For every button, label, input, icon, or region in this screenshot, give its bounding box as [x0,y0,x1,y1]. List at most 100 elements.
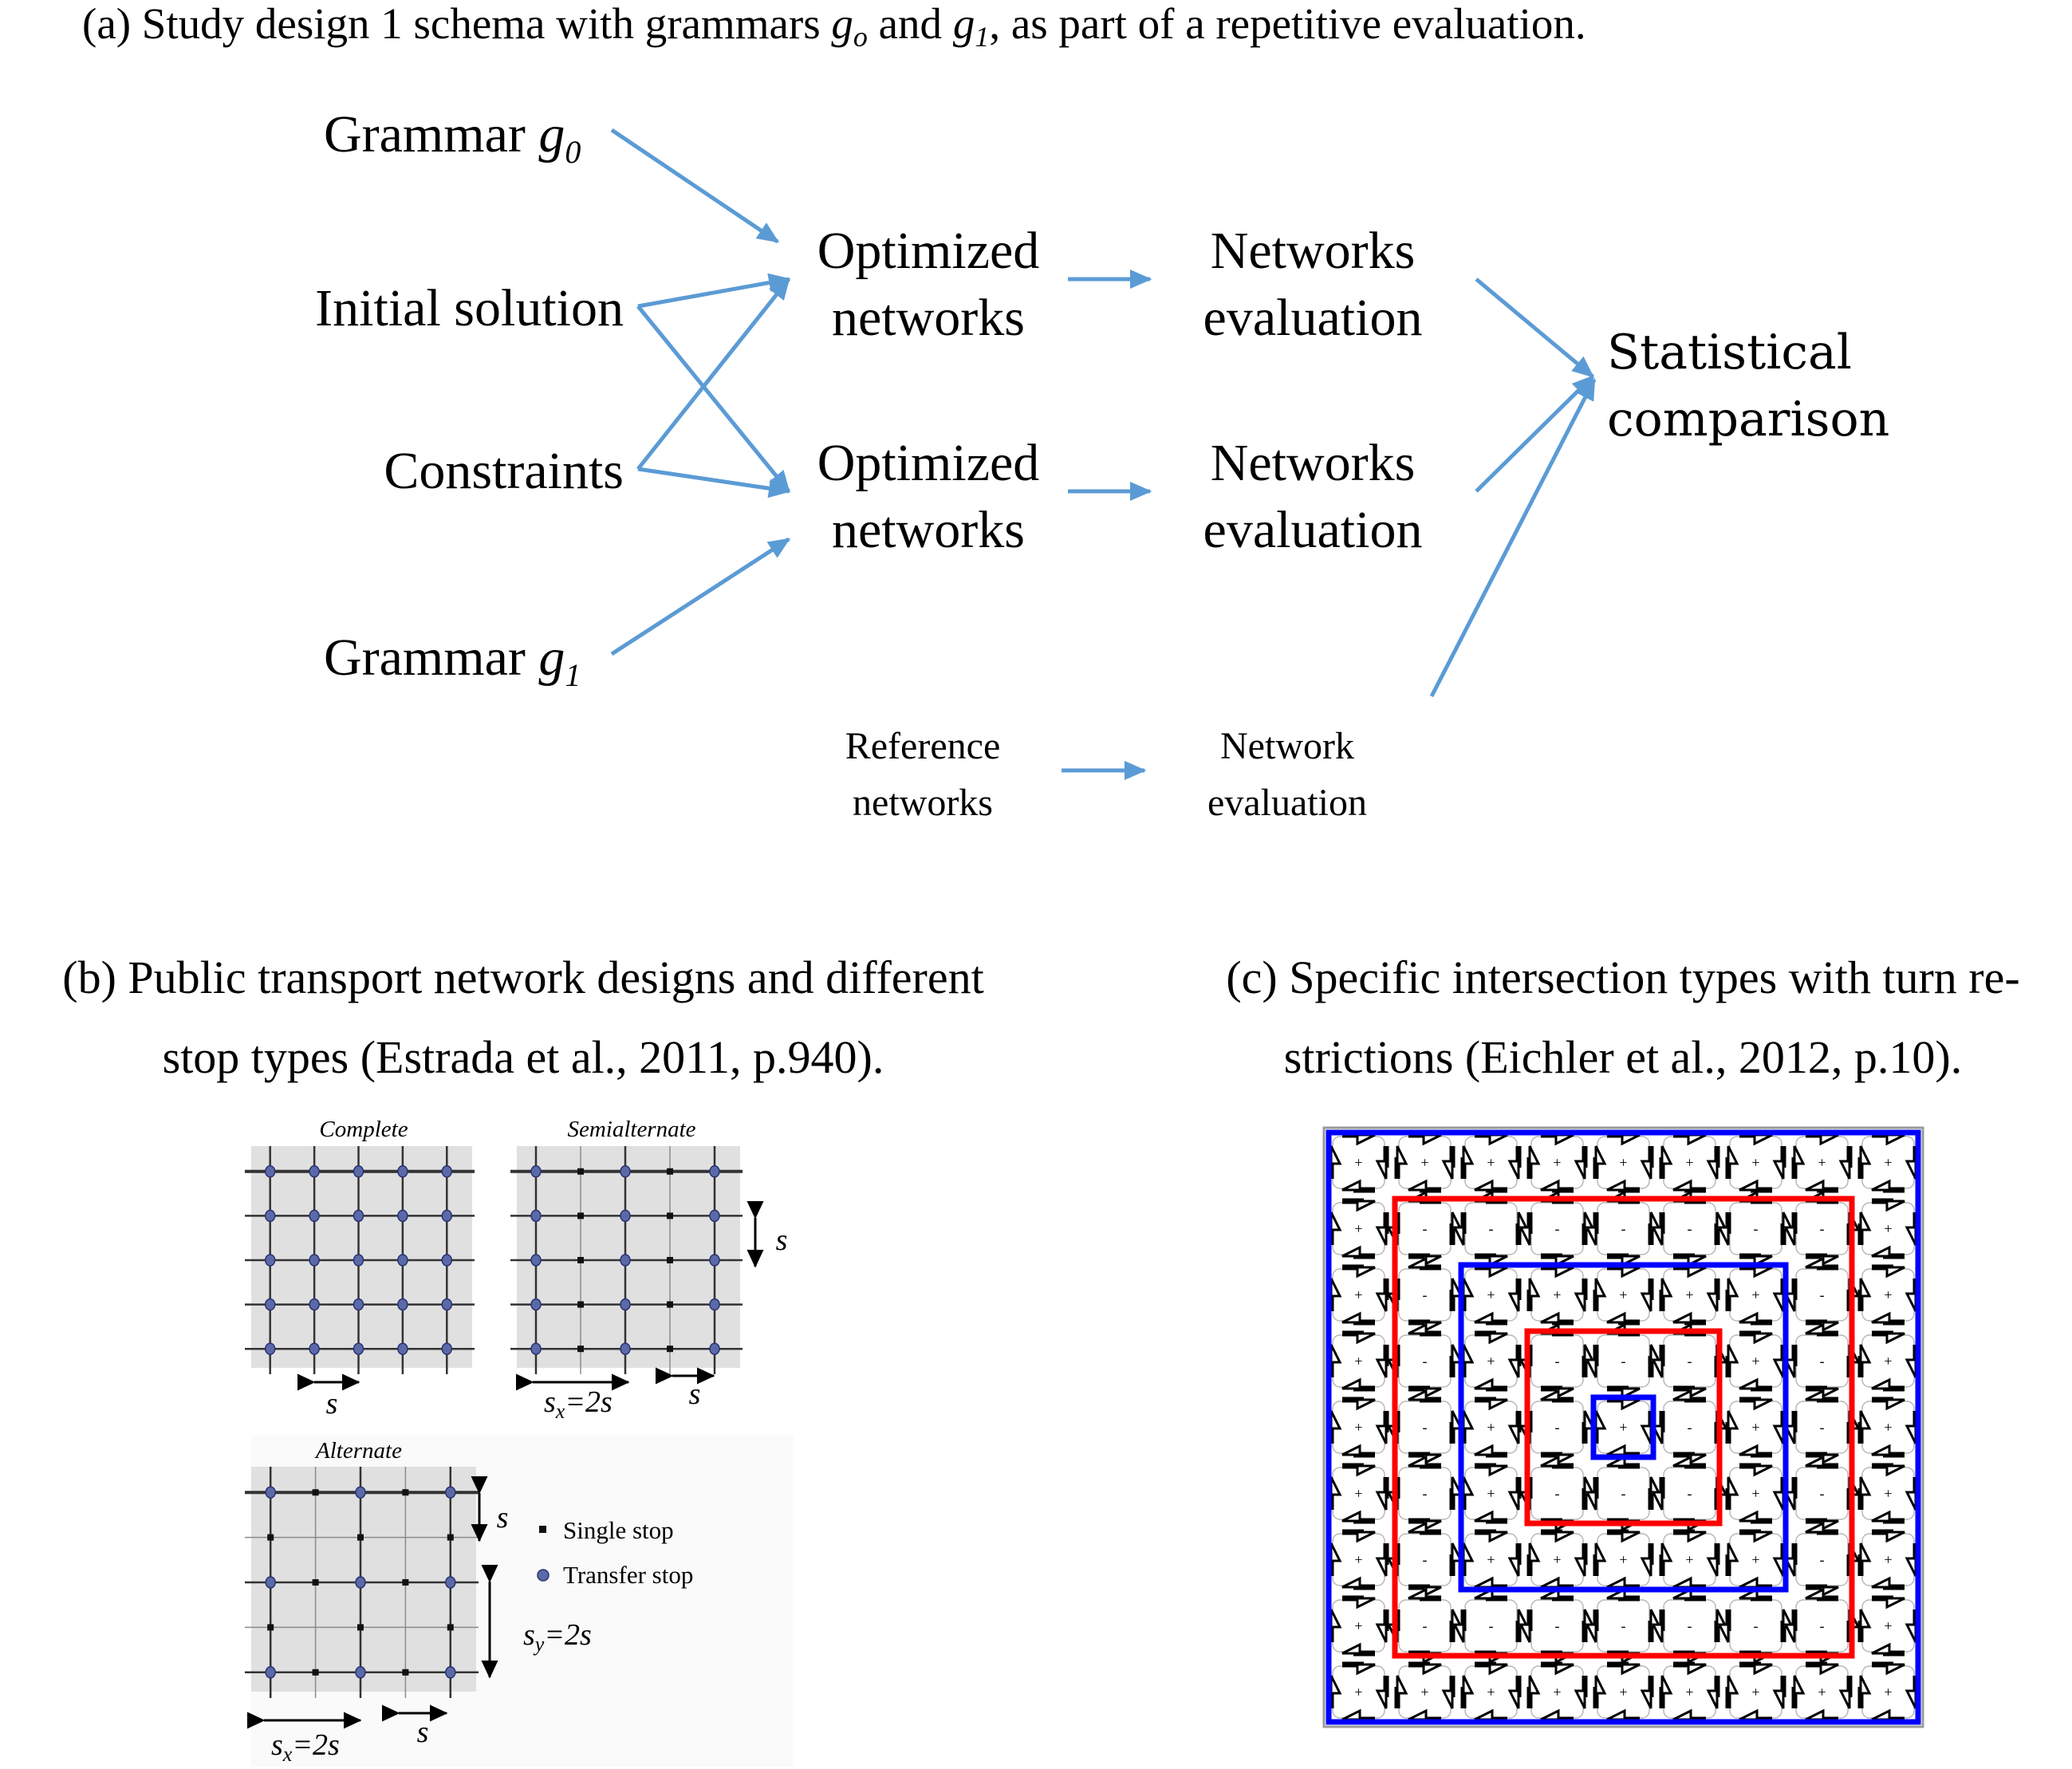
block-sign: - [1423,1221,1428,1237]
lane-arrow-head [1540,1455,1560,1468]
transfer-stop [397,1209,408,1223]
s-label-alt-v: s [497,1501,509,1535]
block-sign: + [1884,1552,1892,1568]
transfer-stop [530,1298,542,1311]
lane-arrow-head [1871,1576,1891,1589]
lane-arrow-head [1341,1245,1361,1258]
lane-arrow-head [1660,1145,1673,1165]
lane-arrow-head [1488,1332,1508,1345]
block-sign: - [1621,1618,1626,1634]
lane-arrow-head [1528,1675,1541,1695]
ring-route-2 [1458,1262,1789,1593]
block-sign: - [1688,1353,1692,1369]
block-sign: + [1553,1684,1561,1700]
lane-arrow-head [1375,1226,1388,1246]
semialternate-grid [510,1146,743,1374]
block-sign: - [1754,1221,1759,1237]
lane-arrow-head [1805,1587,1825,1600]
lane-arrow-head [1519,1623,1531,1643]
lane-arrow-head [1396,1675,1408,1695]
lane-arrow-head [1640,1292,1652,1312]
single-stop [312,1669,319,1676]
lane-arrow-head [1672,1455,1692,1468]
arrow-initial-solution-to-optimized-1 [637,273,791,309]
lane-arrow-head [1341,1642,1361,1655]
transfer-stop [620,1165,631,1178]
arrow-constraints-to-optimized-1 [636,278,790,471]
lane-arrow-head [1441,1689,1454,1709]
single-stop [667,1212,673,1219]
panel-a: (a) Study design 1 schema with grammars … [82,0,1889,824]
lane-arrow-head [1462,1145,1475,1165]
evaluation-1-line1: Networks [1211,222,1416,280]
transfer-stop [709,1254,720,1267]
lane-arrow-head [1717,1623,1730,1643]
lane-arrow-head [1805,1179,1825,1192]
lane-arrow-head [1739,1311,1759,1324]
block-sign: + [1354,1552,1362,1568]
block-sign: + [1354,1420,1362,1436]
lane-arrow-head [1408,1322,1428,1335]
panel-c: (c) Specific intersection types with tur… [1226,951,2020,1728]
evaluation-1-line2: evaluation [1203,289,1423,347]
lane-arrow-head [1838,1689,1851,1709]
sx-label-semi: sx=2s [544,1385,613,1423]
single-stop [667,1345,673,1353]
lane-arrow-head [1507,1160,1520,1180]
lane-arrow-head [1621,1531,1641,1543]
lane-arrow-head [1474,1377,1494,1390]
block-sign: - [1820,1552,1825,1568]
lane-arrow-head [1885,1332,1905,1345]
lane-arrow-head [1540,1179,1560,1192]
block-sign: + [1751,1353,1759,1369]
lane-arrow-head [1885,1266,1905,1278]
lane-arrow-head [1356,1398,1376,1411]
block-sign: - [1423,1420,1428,1436]
lane-arrow-head [1871,1444,1891,1456]
lane-arrow-head [1408,1389,1428,1401]
lane-arrow-head [1452,1226,1465,1246]
lane-arrow-head [1356,1332,1376,1345]
panel-b-caption-line1: (b) Public transport network designs and… [62,951,983,1003]
transfer-stop [264,1342,276,1355]
lane-arrow-head [1783,1226,1796,1246]
lane-arrow-head [1727,1476,1739,1496]
transfer-stop [620,1209,631,1223]
lane-arrow-head [1640,1160,1652,1180]
block-sign: + [1354,1618,1362,1634]
block-sign: + [1354,1287,1362,1303]
transfer-stop [353,1209,364,1223]
transfer-stop [264,1165,276,1178]
lane-arrow-head [1341,1444,1361,1456]
networks-evaluation-2-node: Networks evaluation [1203,434,1423,559]
lane-arrow-head [1594,1145,1607,1165]
block-sign: + [1553,1155,1561,1171]
single-stop [267,1534,274,1541]
block-sign: + [1751,1486,1759,1502]
block-sign: + [1685,1684,1693,1700]
transfer-stop [264,1298,276,1311]
transfer-stop [709,1209,720,1223]
transfer-stop [309,1342,320,1355]
block-sign: + [1751,1684,1759,1700]
block-sign: + [1420,1684,1428,1700]
block-sign: + [1354,1221,1362,1237]
lane-arrow-head [1805,1256,1825,1269]
lane-arrow-head [1422,1663,1442,1676]
lane-arrow-head [1621,1663,1641,1676]
transfer-stop [265,1486,276,1499]
block-sign: - [1423,1552,1428,1568]
transfer-stop [445,1576,456,1589]
arrow-grammar-1-to-optimized-2 [610,537,791,656]
arrow-grammar-0-to-optimized-1 [610,128,780,244]
lane-arrow-head [1783,1623,1796,1643]
lane-arrow-head [1687,1663,1707,1676]
lane-arrow-head [1727,1344,1739,1364]
lane-arrow-head [1753,1663,1773,1676]
block-sign: - [1423,1353,1428,1369]
lane-arrow-head [1375,1160,1388,1180]
lane-arrow-head [1356,1663,1376,1676]
block-sign: - [1688,1221,1692,1237]
block-sign: + [1619,1684,1627,1700]
stop-legend: Single stop Transfer stop [537,1516,693,1589]
